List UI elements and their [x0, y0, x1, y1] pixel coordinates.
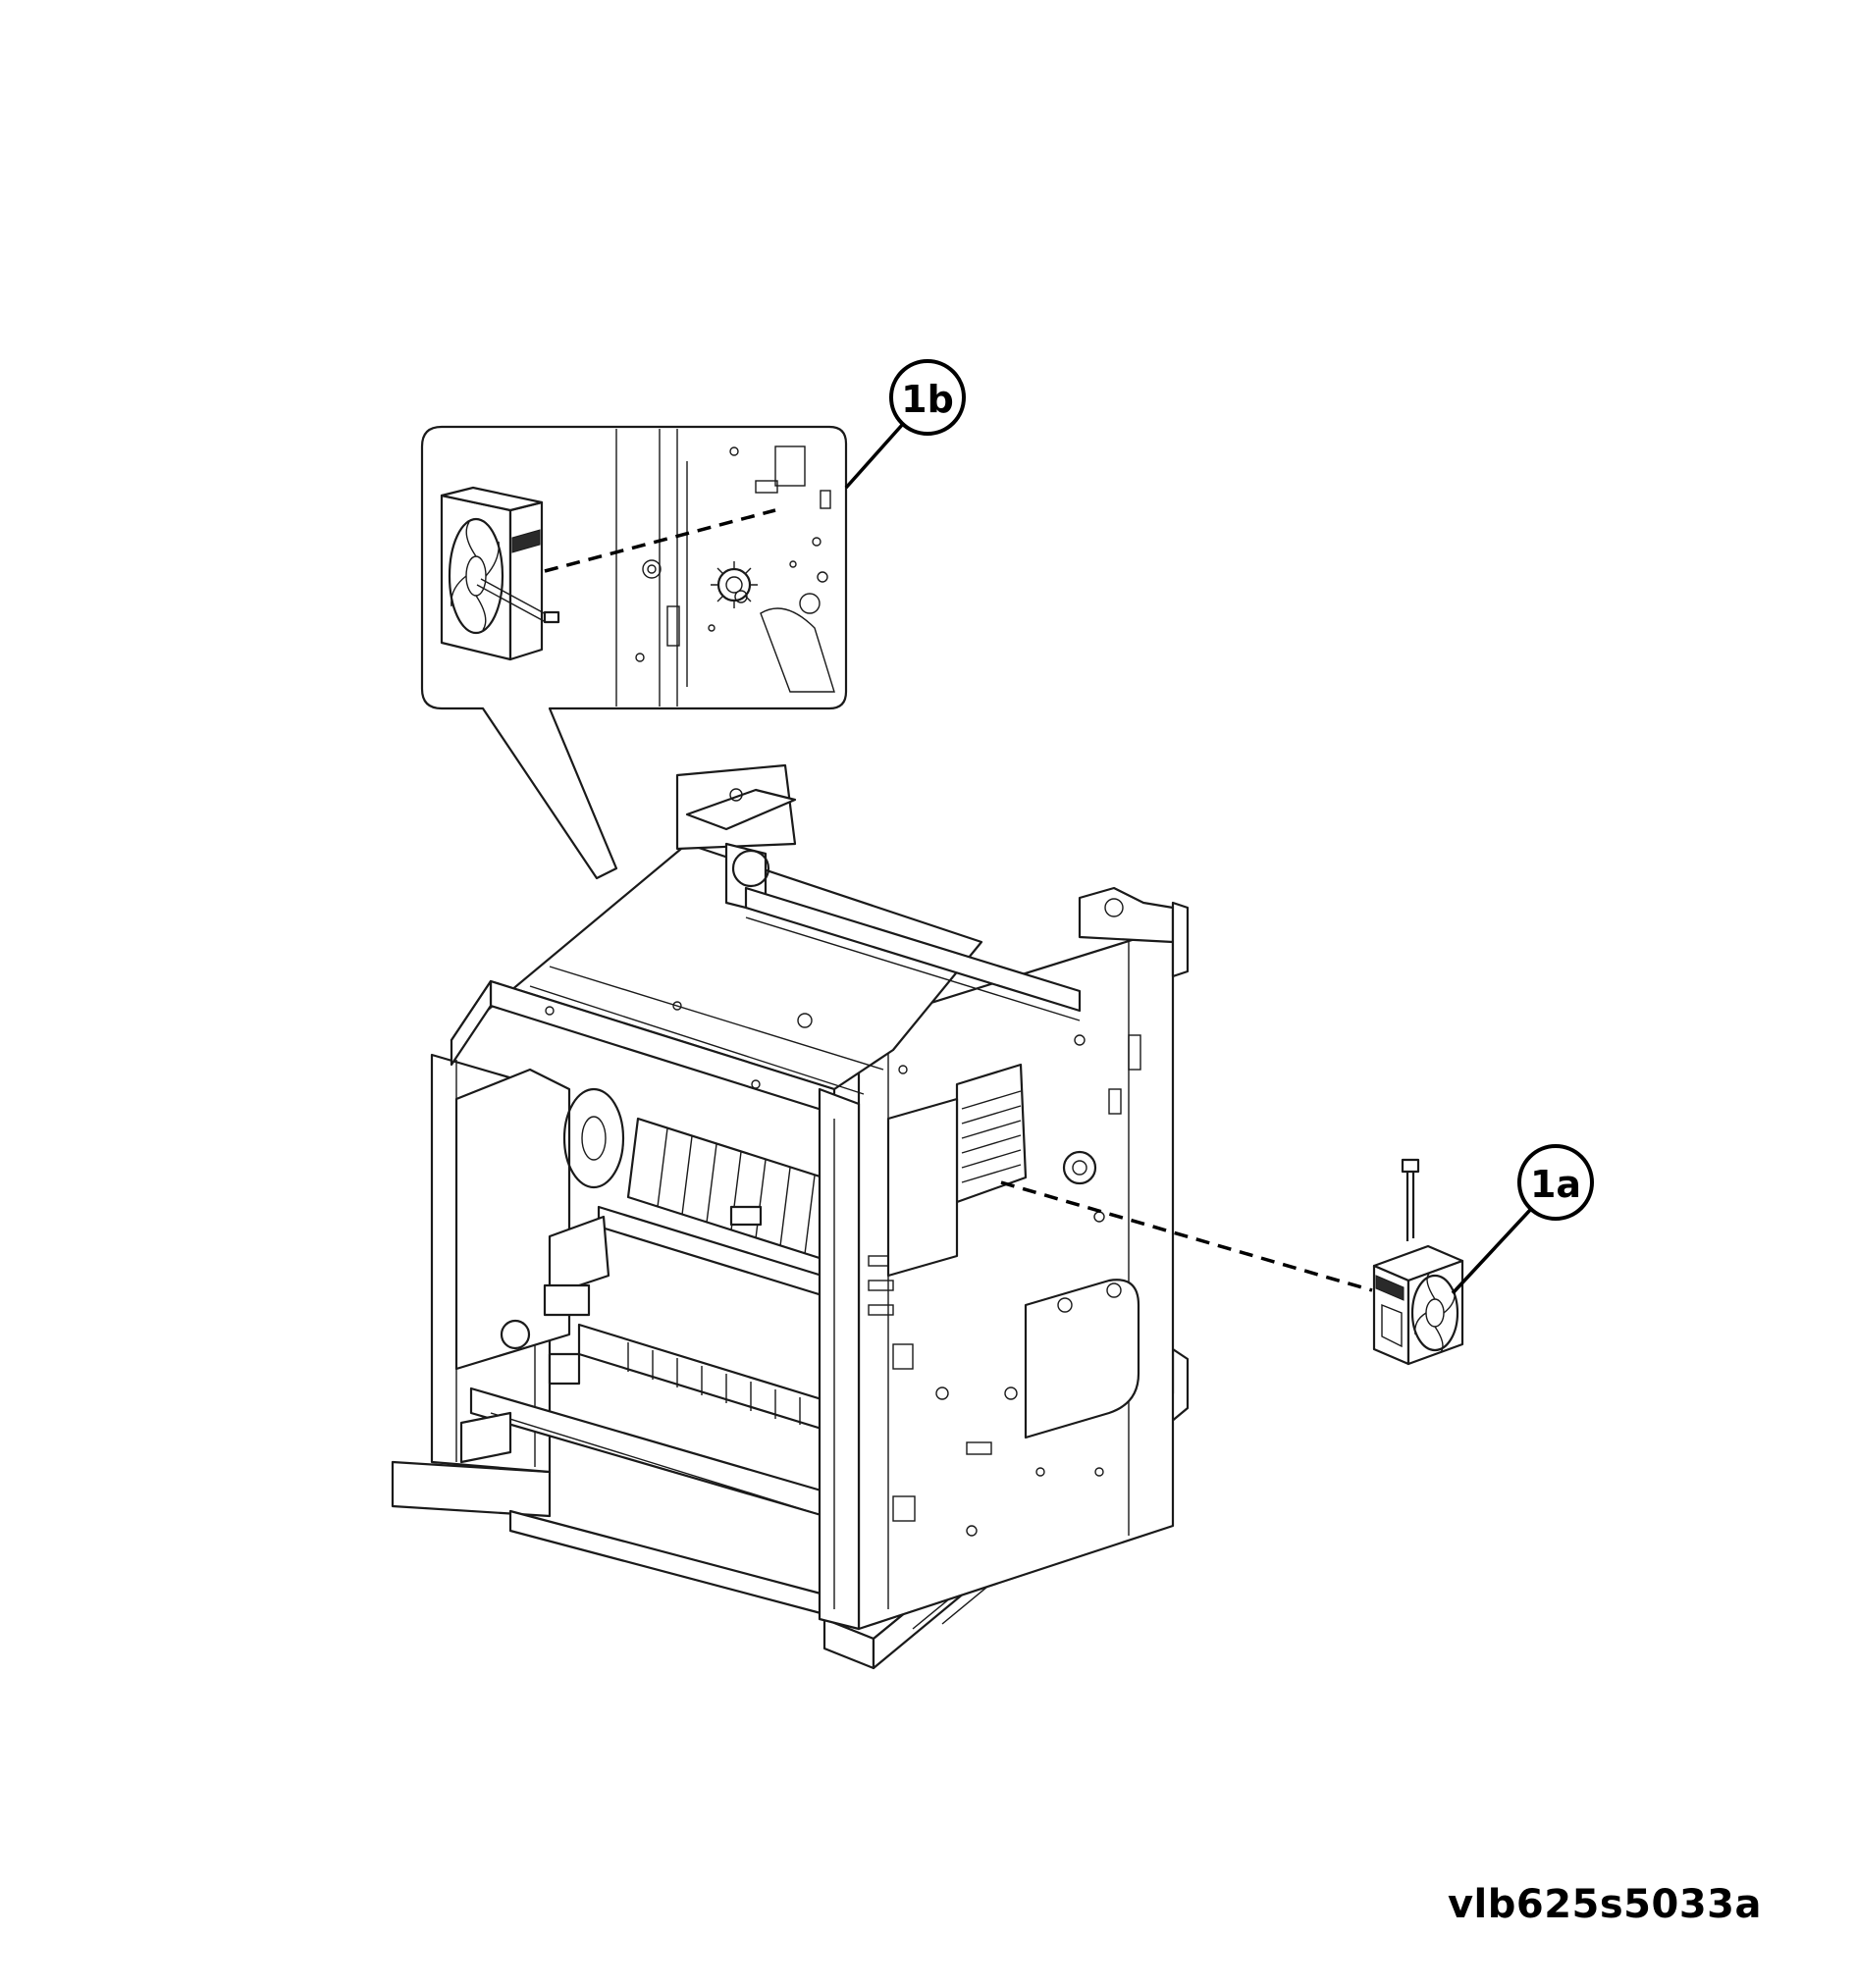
detail-inset	[420, 425, 848, 880]
rib-guide-upper	[657, 1127, 816, 1255]
callout-1b: 1b	[844, 359, 966, 490]
top-frame-holes	[545, 1001, 908, 1089]
right-panel-features	[892, 1034, 1141, 1537]
main-assembly-path	[1000, 1180, 1373, 1292]
rear-fan	[1372, 1158, 1464, 1366]
figure-id: vlb625s5033a	[1447, 1882, 1762, 1927]
fan-icon	[1372, 1244, 1464, 1366]
fan-icon	[440, 486, 560, 661]
callout-1a-label: 1a	[1530, 1163, 1581, 1206]
inset-assembly-path	[544, 508, 776, 573]
front-post-slots	[868, 1255, 894, 1316]
vent-grille	[961, 1090, 1022, 1183]
callout-1a: 1a	[1451, 1144, 1594, 1295]
inset-plate-features	[635, 445, 835, 693]
printer-frame-illustration	[391, 763, 1190, 1670]
rib-guide-lower	[627, 1342, 801, 1425]
callout-1b-label: 1b	[901, 378, 954, 421]
